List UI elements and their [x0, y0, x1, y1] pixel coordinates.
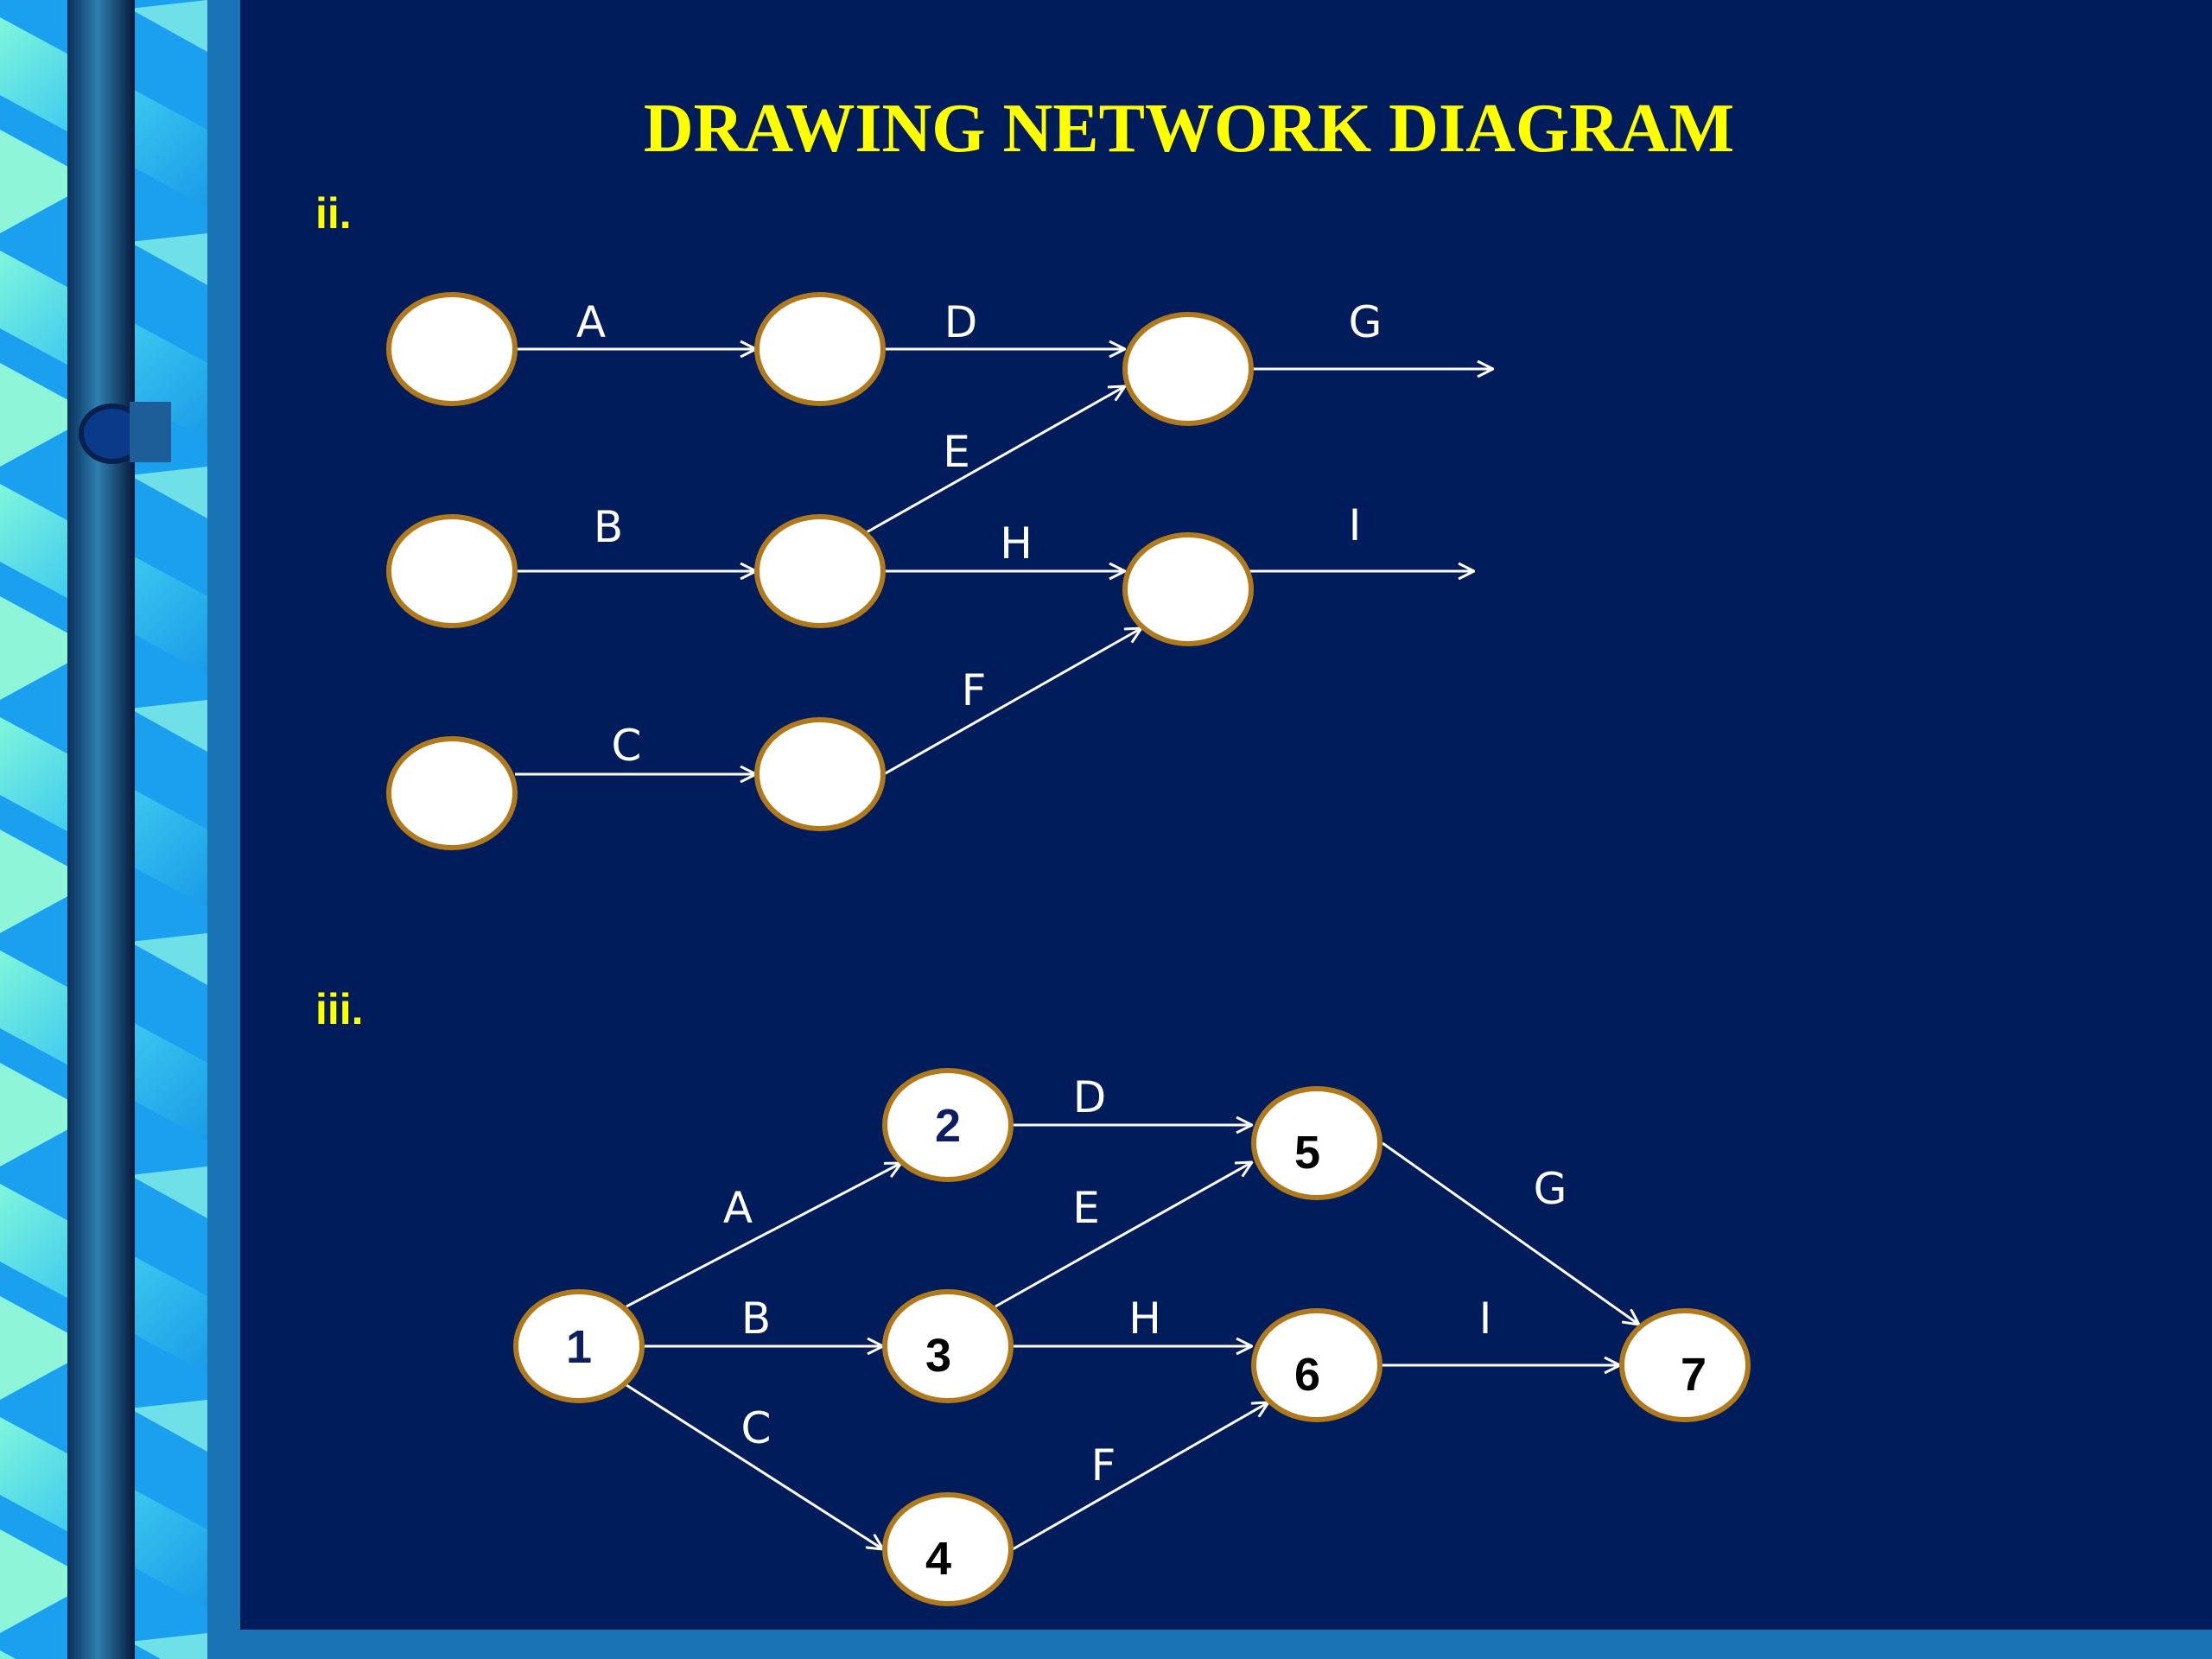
event-node	[386, 292, 518, 406]
edge-label: E	[943, 427, 970, 477]
event-node	[754, 514, 886, 628]
node-number: 6	[1294, 1349, 1320, 1401]
edge-E: E	[995, 1162, 1252, 1308]
edge-C: C	[515, 721, 756, 774]
edge-I: I	[1249, 500, 1474, 571]
edge-label: D	[1073, 1072, 1107, 1122]
edge-label: I	[1349, 500, 1362, 550]
event-node	[386, 736, 518, 850]
edge-B: B	[515, 502, 756, 571]
event-node	[754, 292, 886, 406]
edge-H: H	[884, 518, 1125, 571]
decorative-ribbon-sidebar	[0, 0, 240, 1659]
node-number: 4	[925, 1533, 951, 1585]
edge-D: D	[1013, 1072, 1252, 1125]
edge-I: I	[1381, 1294, 1620, 1365]
event-node-4: 4	[882, 1492, 1014, 1606]
node-number: 3	[925, 1330, 951, 1382]
diagram-iii: A B C D E H F G	[513, 1068, 1751, 1606]
event-node-3: 3	[882, 1289, 1014, 1403]
edge-label: C	[612, 721, 642, 771]
edge-label: A	[576, 297, 606, 347]
edge-label: A	[723, 1183, 753, 1233]
edge-A: A	[515, 297, 756, 349]
edge-label: H	[1000, 518, 1033, 569]
edge-F: F	[1012, 1402, 1268, 1551]
event-node-5: 5	[1251, 1086, 1382, 1200]
event-node-7: 7	[1619, 1308, 1751, 1422]
edge-label: C	[741, 1403, 772, 1453]
edge-label: B	[741, 1294, 771, 1344]
edge-H: H	[1013, 1294, 1252, 1346]
bottom-band	[240, 1630, 2212, 1659]
edge-G: G	[1382, 1141, 1639, 1325]
node-number: 7	[1681, 1349, 1707, 1401]
section-label-iii: iii.	[315, 985, 364, 1033]
section-label-ii: ii.	[315, 189, 352, 238]
edge-label: B	[594, 502, 623, 552]
edge-label: D	[944, 297, 978, 347]
slide-title: DRAWING NETWORK DIAGRAM	[644, 91, 1734, 167]
edge-label: G	[1534, 1164, 1567, 1214]
node-number: 1	[566, 1321, 592, 1373]
edge-label: H	[1128, 1294, 1161, 1344]
event-node	[754, 717, 886, 831]
event-node-1: 1	[513, 1289, 645, 1403]
edge-label: F	[962, 665, 987, 715]
event-node	[1122, 532, 1254, 646]
event-node	[386, 514, 518, 628]
edge-D: D	[884, 297, 1125, 349]
event-node	[1122, 312, 1254, 426]
edge-C: C	[626, 1383, 883, 1549]
edge-E: E	[866, 386, 1125, 534]
edge-A: A	[626, 1163, 901, 1308]
edge-B: B	[644, 1294, 883, 1346]
edge-label: E	[1072, 1183, 1100, 1233]
edge-label: F	[1091, 1440, 1116, 1491]
diagram-ii: A D G E B H I F	[386, 292, 1493, 850]
edge-G: G	[1253, 297, 1493, 369]
node-number: 2	[935, 1100, 961, 1152]
edge-F: F	[883, 628, 1141, 776]
edge-label: I	[1479, 1294, 1492, 1344]
event-node-2: 2	[882, 1068, 1014, 1182]
edge-label: G	[1349, 297, 1382, 347]
node-number: 5	[1294, 1127, 1320, 1179]
event-node-6: 6	[1251, 1308, 1382, 1422]
